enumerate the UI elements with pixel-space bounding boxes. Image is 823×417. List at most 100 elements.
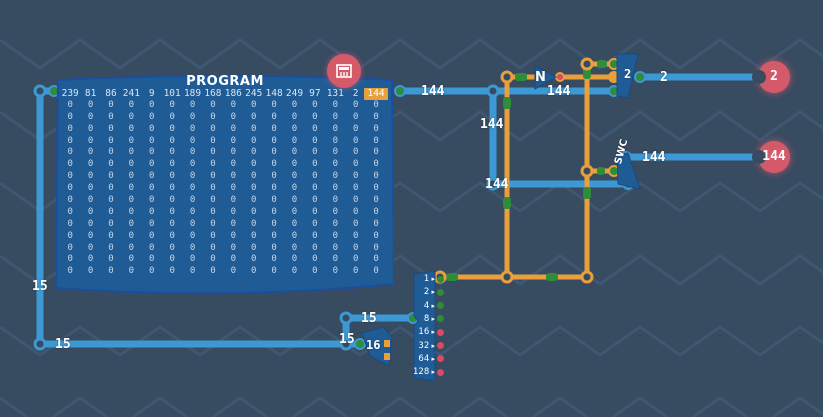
program-cell: 249 <box>285 88 304 99</box>
program-cell: 0 <box>312 171 318 182</box>
arrow-right-icon: ▸ <box>429 275 435 283</box>
swc-component[interactable] <box>616 152 641 190</box>
program-cell: 0 <box>87 218 94 229</box>
program-cell: 0 <box>373 218 379 229</box>
program-cell: 0 <box>291 123 298 134</box>
program-cell: 148 <box>265 88 283 99</box>
arrow-right-icon: ▸ <box>429 301 435 310</box>
program-cell: 186 <box>224 88 242 99</box>
program-cell: 0 <box>149 159 155 170</box>
output-top[interactable]: 2 <box>752 61 790 93</box>
byte-splitter[interactable]: 1 ▸2 ▸4 ▸8 ▸16 ▸32 ▸64 ▸128 ▸ <box>413 271 444 381</box>
program-cell: 0 <box>87 254 94 265</box>
program-cell: 0 <box>128 99 135 110</box>
bit-value-label: 16 <box>418 327 430 338</box>
program-cell: 0 <box>271 254 277 265</box>
program-cell: 0 <box>108 123 114 134</box>
program-cell: 0 <box>67 135 73 146</box>
program-cell: 0 <box>251 242 257 253</box>
program-cell: 0 <box>210 206 216 217</box>
arrow-right-icon: ▸ <box>429 314 435 323</box>
adder-label: 16 <box>366 338 381 352</box>
program-badge[interactable] <box>327 54 361 88</box>
program-cell: 168 <box>204 88 222 99</box>
not-gate[interactable] <box>534 65 558 90</box>
program-cell: 0 <box>332 254 338 265</box>
program-cell: 0 <box>312 147 318 158</box>
byte-splitter-label: 2 ▸ <box>413 287 435 297</box>
program-cell: 0 <box>108 230 114 241</box>
program-cell: 0 <box>149 230 155 241</box>
bit-value-label: 2 <box>423 287 430 298</box>
wire-label-right-out: 2 <box>660 70 668 85</box>
program-cell: 0 <box>352 99 359 110</box>
program-cell: 0 <box>291 195 298 206</box>
program-cell: 0 <box>169 135 175 146</box>
program-cell: 0 <box>128 218 135 229</box>
program-cell: 0 <box>210 123 216 134</box>
program-cell: 0 <box>271 147 277 158</box>
output-pin-128[interactable] <box>437 368 444 376</box>
program-cell: 0 <box>149 254 155 265</box>
program-cell: 0 <box>169 242 175 253</box>
output-pin-64[interactable] <box>437 355 444 363</box>
arrow-right-icon: ▸ <box>429 368 435 377</box>
output-pin-4[interactable] <box>437 302 444 310</box>
output-bottom[interactable]: 144 <box>752 141 790 173</box>
output-pin-1[interactable] <box>437 275 444 283</box>
program-cell: 0 <box>251 159 257 170</box>
output-bottom-value: 144 <box>762 149 786 164</box>
program-cell: 0 <box>189 206 196 217</box>
program-cell: 0 <box>87 159 94 170</box>
program-cell: 0 <box>332 123 338 134</box>
program-cell: 0 <box>210 183 216 194</box>
program-cell: 0 <box>169 230 175 241</box>
program-cell: 0 <box>251 99 257 110</box>
program-cell: 0 <box>108 99 114 110</box>
program-cell: 0 <box>128 195 135 206</box>
program-cell: 0 <box>271 111 277 122</box>
program-cell: 0 <box>108 147 114 158</box>
program-cell: 0 <box>291 147 298 158</box>
program-cell: 0 <box>210 99 216 110</box>
output-pin-2[interactable] <box>437 288 444 296</box>
program-cell: 0 <box>169 171 175 182</box>
arrow-right-icon: ▸ <box>429 328 435 337</box>
program-cell: 0 <box>312 135 318 146</box>
program-cell: 0 <box>291 218 298 229</box>
mux-component[interactable] <box>616 53 639 99</box>
program-cell: 0 <box>67 99 73 110</box>
program-cell: 0 <box>128 254 135 265</box>
program-cell: 0 <box>352 242 359 253</box>
output-pin-32[interactable] <box>437 342 444 349</box>
program-cell: 0 <box>332 147 338 158</box>
program-cell: 0 <box>352 147 359 158</box>
program-cell: 9 <box>148 88 155 99</box>
program-cell: 0 <box>352 159 359 170</box>
program-cell: 0 <box>373 195 379 206</box>
program-cell: 0 <box>149 147 155 158</box>
program-cell: 0 <box>169 254 175 265</box>
not-gate-label: N <box>535 70 546 85</box>
program-cell: 0 <box>230 135 237 146</box>
program-cell: 0 <box>251 183 257 194</box>
program-cell: 0 <box>332 206 338 217</box>
program-cell: 0 <box>128 159 135 170</box>
program-title: PROGRAM <box>186 74 264 89</box>
program-cell: 0 <box>189 111 196 122</box>
arrow-right-icon: ▸ <box>429 341 435 350</box>
program-cell: 0 <box>149 195 155 206</box>
bit-value-label: 4 <box>423 300 430 311</box>
program-cell: 0 <box>189 171 196 182</box>
program-cell: 0 <box>332 99 338 110</box>
output-pin-8[interactable] <box>437 315 444 323</box>
adder-component[interactable] <box>361 326 393 367</box>
output-pin-16[interactable] <box>437 328 444 336</box>
program-cell: 0 <box>251 254 257 265</box>
program-cell: 0 <box>291 254 298 265</box>
program-cell: 131 <box>326 88 344 99</box>
program-cell: 0 <box>87 230 94 241</box>
